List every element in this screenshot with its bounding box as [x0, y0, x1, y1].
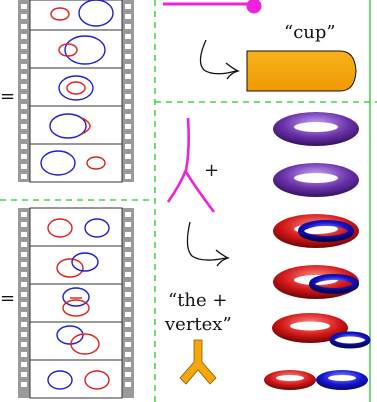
blue-circle	[58, 75, 94, 101]
cup-shape-icon	[246, 50, 357, 92]
red-circle	[70, 333, 100, 355]
cup-label: “cup”	[284, 22, 336, 43]
magenta-line-with-dot	[163, 0, 262, 14]
red-circle	[47, 218, 73, 238]
vertex-label-line1: “the +	[168, 290, 227, 311]
hook-arrow-icon	[186, 221, 230, 267]
blue-circle	[71, 252, 99, 272]
blue-circle	[56, 325, 84, 345]
torus-pair-separated-icon	[264, 370, 368, 390]
red-arc	[81, 117, 91, 135]
torus-pair-icon	[273, 265, 359, 299]
film-strip-bottom	[18, 207, 134, 399]
red-circle	[86, 156, 106, 170]
blue-circle	[64, 35, 106, 65]
magenta-y-curve	[166, 117, 216, 213]
equals-sign-bottom: =	[0, 288, 15, 309]
red-circle	[66, 81, 86, 95]
torus-icon	[273, 163, 359, 197]
y-vertex-icon	[179, 339, 217, 385]
blue-circle	[84, 218, 110, 238]
blue-circle	[62, 287, 90, 307]
red-circle	[84, 370, 110, 390]
film-strip-top	[18, 0, 134, 183]
red-circle	[50, 7, 70, 21]
blue-circle	[49, 113, 87, 139]
equals-sign-top: =	[0, 86, 15, 107]
torus-pair-icon	[273, 214, 359, 248]
hook-arrow-icon	[199, 39, 240, 80]
plus-sign: +	[204, 160, 219, 181]
torus-pair-icon	[272, 313, 371, 349]
torus-icon	[273, 112, 359, 146]
blue-circle	[47, 370, 73, 390]
red-circle	[62, 299, 90, 317]
blue-circle	[40, 150, 76, 176]
vertex-label-line2: vertex”	[164, 314, 232, 335]
red-circle	[58, 43, 78, 57]
red-circle	[56, 258, 84, 278]
blue-circle	[78, 0, 114, 27]
